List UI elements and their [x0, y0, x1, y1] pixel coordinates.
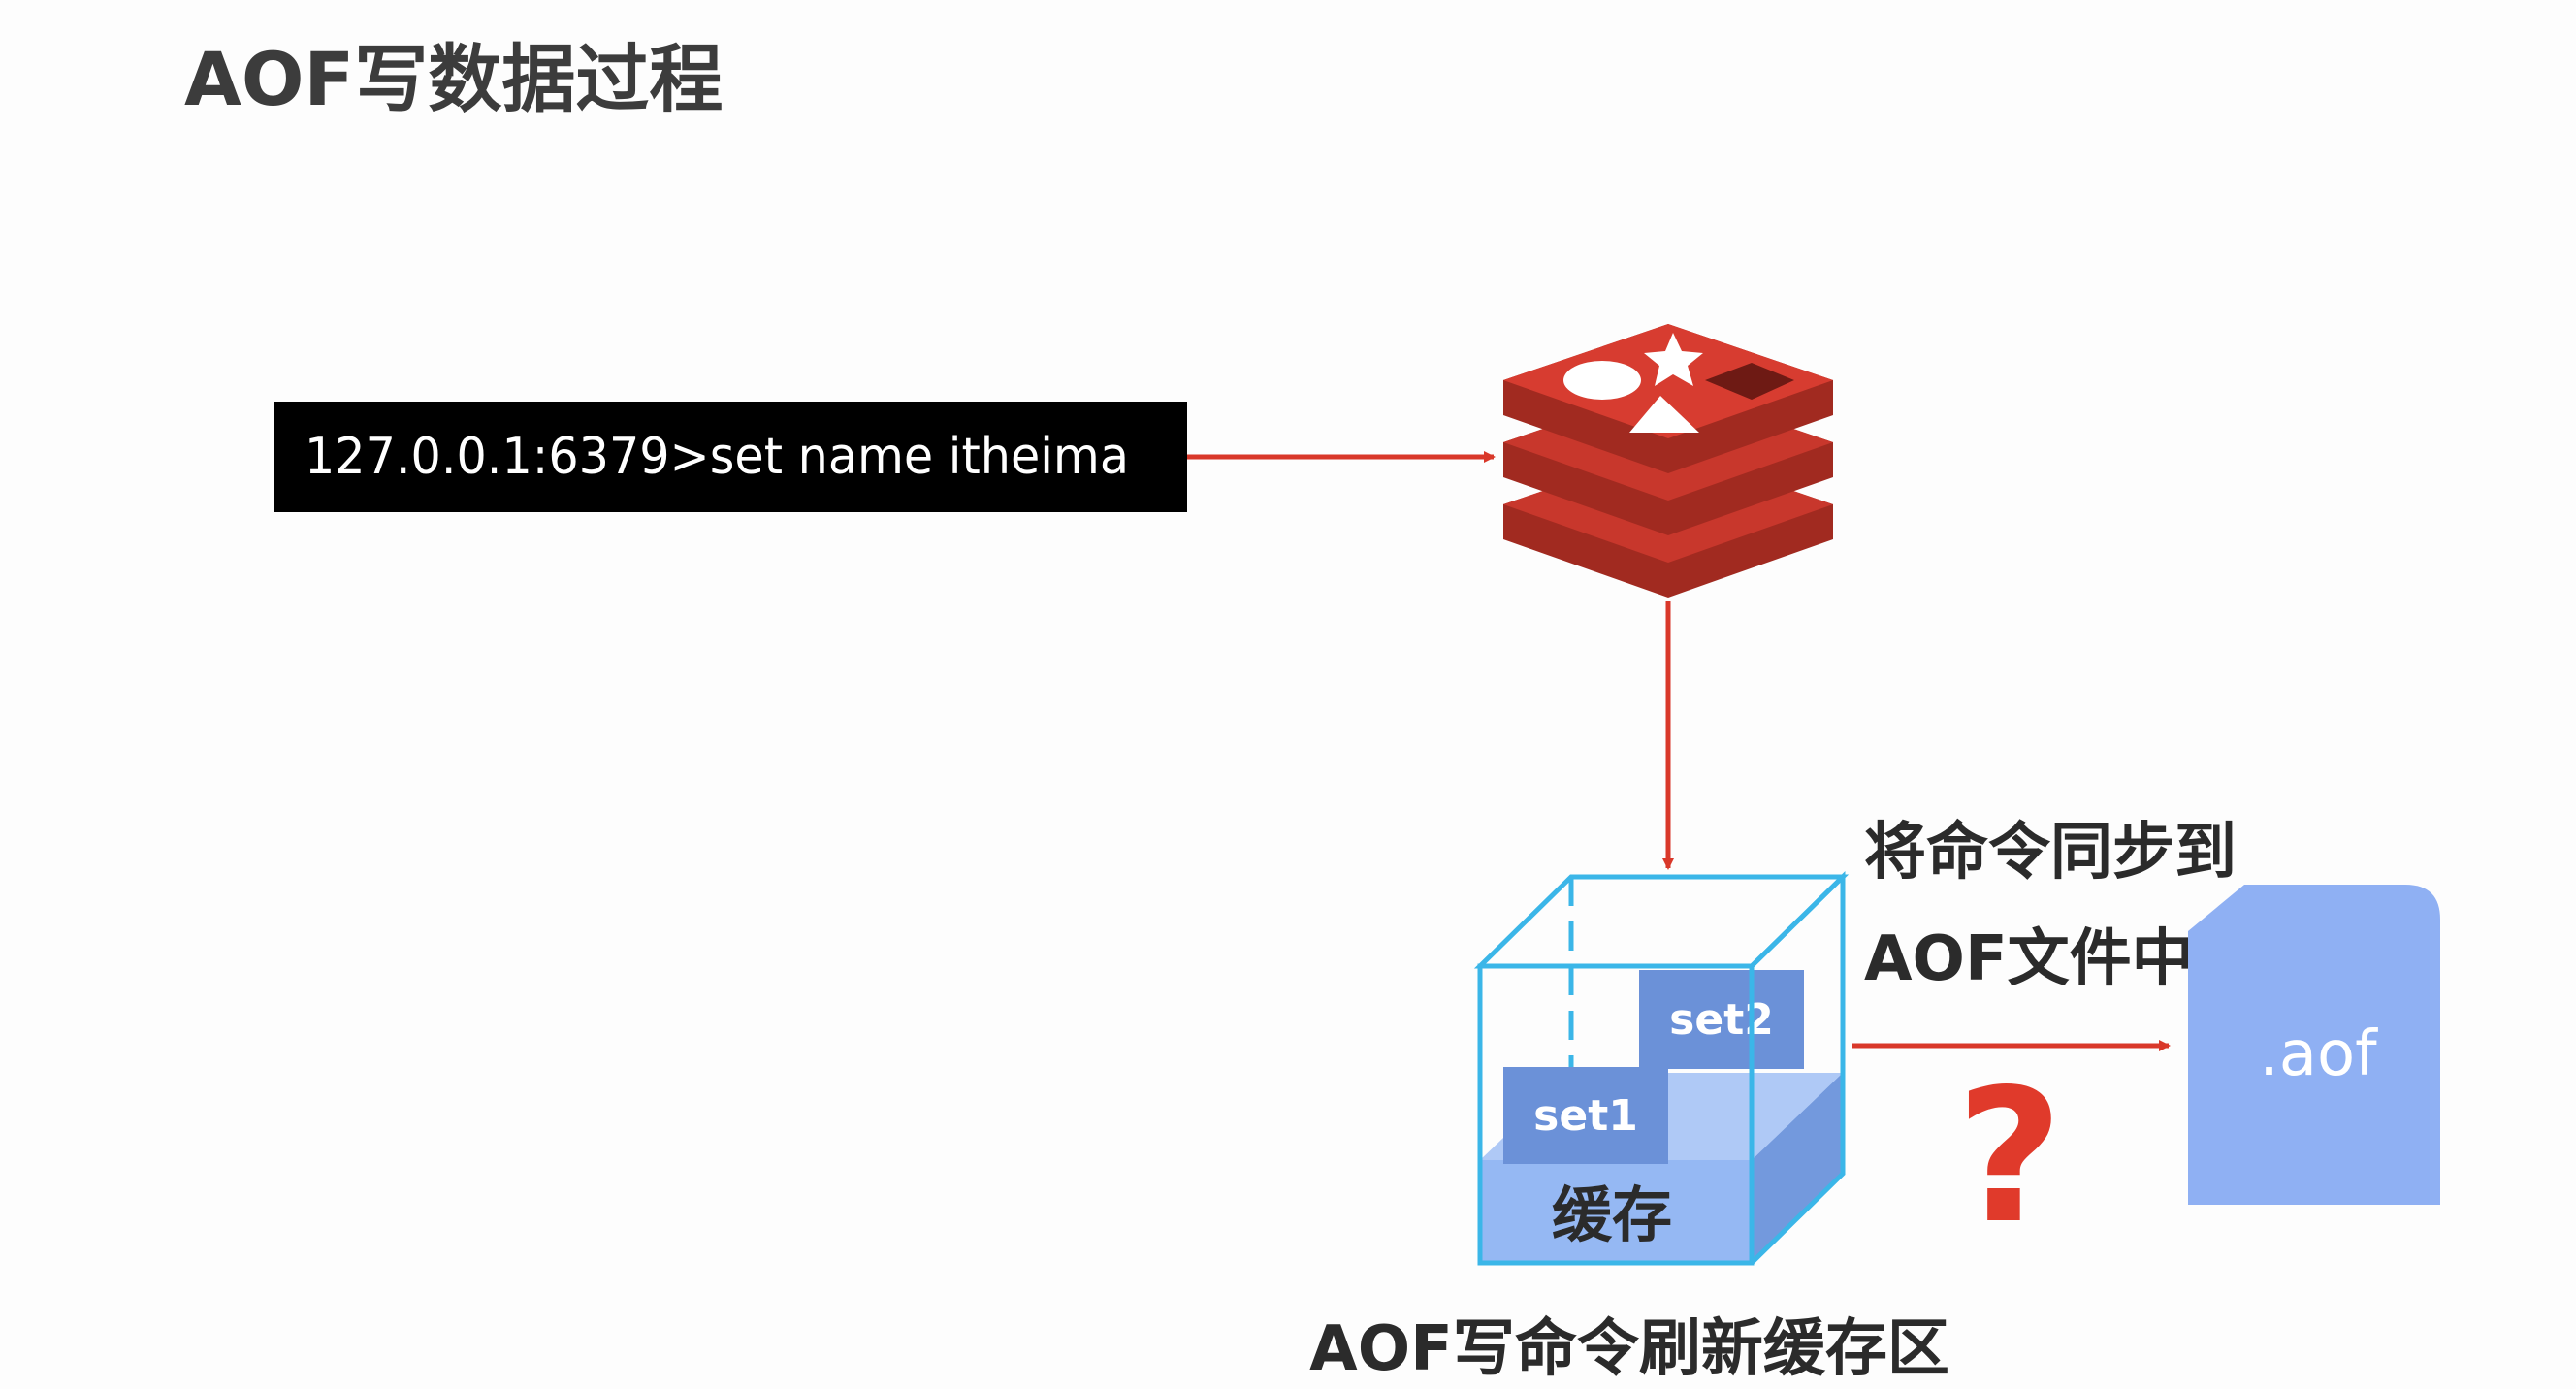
buffer-caption: AOF写命令刷新缓存区: [1309, 1313, 1949, 1385]
cache-label: 缓存: [1552, 1179, 1672, 1250]
cache-item-label: set2: [1669, 995, 1774, 1045]
sync-label-line1: 将命令同步到: [1864, 817, 2237, 888]
aof-file-label: .aof: [2259, 1018, 2378, 1090]
sync-label-line2: AOF文件中: [1864, 923, 2194, 995]
command-text: 127.0.0.1:6379>set name itheima: [305, 428, 1129, 486]
command-box: 127.0.0.1:6379>set name itheima: [274, 402, 1187, 512]
aof-file-icon: .aof: [2188, 885, 2440, 1205]
cache-item-set2: set2: [1639, 970, 1804, 1069]
cache-item-set1: set1: [1503, 1067, 1668, 1164]
redis-logo-icon: [1503, 324, 1833, 598]
page-title: AOF写数据过程: [184, 36, 723, 122]
cache-item-label: set1: [1533, 1091, 1638, 1141]
cache-box: set2 set1 缓存: [1473, 871, 1850, 1266]
question-mark: ?: [1956, 1050, 2063, 1264]
